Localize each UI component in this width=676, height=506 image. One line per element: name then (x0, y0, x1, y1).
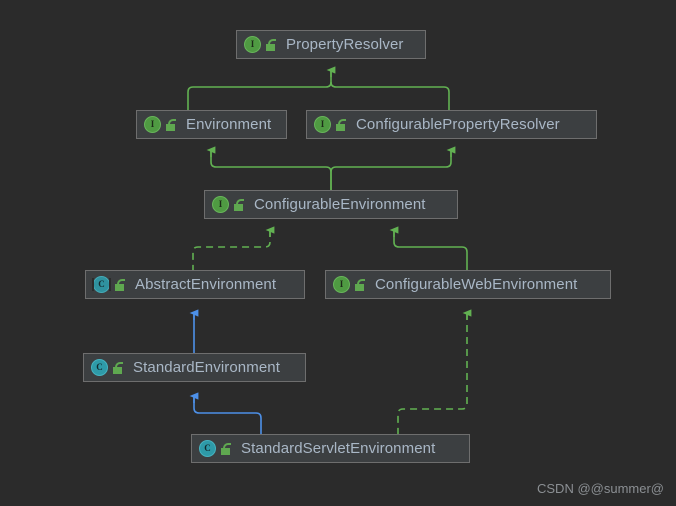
interface-icon: I (314, 116, 331, 133)
edge-configurable-web-environment-to-configurable-environment (389, 226, 468, 270)
interface-icon: I (244, 36, 261, 53)
lock-icon (233, 198, 244, 211)
class-node-label: StandardServletEnvironment (241, 440, 436, 457)
lock-icon (112, 361, 123, 374)
lock-icon (354, 278, 365, 291)
class-node-property-resolver[interactable]: I PropertyResolver (236, 30, 426, 59)
class-node-label: ConfigurableEnvironment (254, 196, 426, 213)
lock-icon (114, 278, 125, 291)
interface-icon: I (144, 116, 161, 133)
class-node-configurable-environment[interactable]: I ConfigurableEnvironment (204, 190, 458, 219)
interface-icon: I (212, 196, 229, 213)
edge-configurable-environment-to-environment (206, 146, 332, 190)
class-node-label: StandardEnvironment (133, 359, 280, 376)
node-icons-group: C (91, 359, 123, 376)
class-node-standard-servlet-environment[interactable]: C StandardServletEnvironment (191, 434, 470, 463)
class-node-label: AbstractEnvironment (135, 276, 277, 293)
lock-icon (165, 118, 176, 131)
edge-standard-servlet-environment-to-configurable-web-environment (397, 309, 472, 434)
edge-abstract-environment-to-configurable-environment (192, 226, 275, 270)
class-node-standard-environment[interactable]: C StandardEnvironment (83, 353, 306, 382)
node-icons-group: C (199, 440, 231, 457)
node-icons-group: I (212, 196, 244, 213)
class-node-environment[interactable]: I Environment (136, 110, 287, 139)
class-node-label: ConfigurableWebEnvironment (375, 276, 578, 293)
node-icons-group: I (333, 276, 365, 293)
edge-to-property-resolver (187, 66, 450, 110)
interface-icon: I (333, 276, 350, 293)
edge-configurable-environment-to-configurable-property-resolver (330, 146, 456, 190)
class-icon: C (199, 440, 216, 457)
node-icons-group: I (314, 116, 346, 133)
class-node-configurable-property-resolver[interactable]: I ConfigurablePropertyResolver (306, 110, 597, 139)
watermark-text: CSDN @@summer@ (537, 481, 664, 496)
class-node-abstract-environment[interactable]: C AbstractEnvironment (85, 270, 305, 299)
lock-icon (220, 442, 231, 455)
edge-standard-servlet-environment-to-standard-environment (189, 392, 262, 434)
class-node-configurable-web-environment[interactable]: I ConfigurableWebEnvironment (325, 270, 611, 299)
abstract-class-icon: C (92, 276, 111, 293)
node-icons-group: I (144, 116, 176, 133)
lock-icon (335, 118, 346, 131)
class-node-label: Environment (186, 116, 272, 133)
class-node-label: PropertyResolver (286, 36, 404, 53)
lock-icon (265, 38, 276, 51)
node-icons-group: I (244, 36, 276, 53)
class-icon: C (91, 359, 108, 376)
class-node-label: ConfigurablePropertyResolver (356, 116, 560, 133)
node-icons-group: C (92, 276, 125, 293)
